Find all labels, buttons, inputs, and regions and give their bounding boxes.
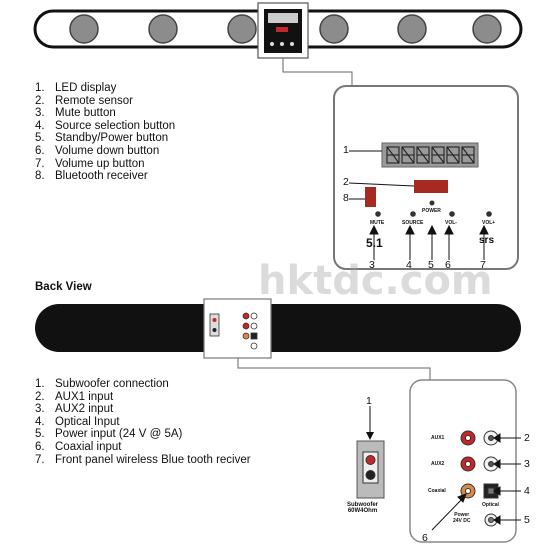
power-label: POWER	[422, 208, 441, 214]
mute-button	[375, 211, 381, 217]
back-leader-line	[237, 358, 431, 380]
power-input-label: Power 24V DC	[453, 512, 471, 524]
speaker-drivers	[69, 14, 502, 44]
back-callout-4: 4	[524, 485, 530, 497]
aux1-label: AUX1	[431, 435, 445, 441]
speaker-driver	[69, 14, 99, 44]
speaker-driver	[397, 14, 427, 44]
optical-label: Optical	[482, 502, 499, 508]
source-button	[410, 211, 416, 217]
logo-51: 5.1	[366, 236, 383, 250]
list-item: 2.AUX1 input	[35, 390, 114, 403]
logo-srs: srs	[479, 235, 495, 246]
aux2-label: AUX2	[431, 461, 445, 467]
source-label: SOURCE	[402, 220, 424, 226]
mute-label: MUTE	[370, 220, 385, 226]
bluetooth-receiver	[365, 187, 376, 207]
front-callout-5: 5	[428, 259, 434, 271]
front-callout-3: 3	[369, 259, 375, 271]
front-detail-panel	[333, 85, 519, 270]
speaker-driver	[472, 14, 502, 44]
front-component-list: 1.LED display 2.Remote sensor 3.Mute but…	[35, 82, 175, 183]
list-item: 3.AUX2 input	[35, 403, 114, 416]
list-item: 7.Front panel wireless Blue tooth recive…	[35, 453, 251, 466]
front-callout-6: 6	[445, 259, 451, 271]
list-item: 6.Volume down button	[35, 144, 160, 157]
front-callout-7: 7	[480, 259, 486, 271]
list-item: 8.Bluetooth receiver	[35, 170, 148, 183]
vol-down-button	[449, 211, 455, 217]
list-item: 6.Coaxial input	[35, 440, 122, 453]
front-leader-line	[282, 58, 353, 86]
front-callout-2: 2	[343, 176, 349, 188]
front-callout-8: 8	[343, 192, 349, 204]
list-item: 4.Source selection button	[35, 119, 176, 132]
subwoofer-label: Subwoofer 60W4Ohm	[347, 502, 378, 514]
back-component-list: 1.Subwoofer connection 2.AUX1 input 3.AU…	[35, 378, 251, 466]
led-segments	[386, 146, 475, 164]
remote-sensor	[414, 180, 448, 193]
list-item: 1.Subwoofer connection	[35, 378, 169, 390]
coaxial-label: Coaxial	[428, 488, 446, 494]
speaker-driver	[148, 14, 178, 44]
list-item: 7.Volume up button	[35, 157, 145, 170]
front-callout-4: 4	[406, 259, 412, 271]
speaker-driver	[227, 14, 257, 44]
back-view-heading: Back View	[35, 281, 92, 293]
list-item: 2.Remote sensor	[35, 94, 133, 107]
vol-up-label: VOL+	[482, 220, 496, 226]
back-callout-3: 3	[524, 458, 530, 470]
speaker-driver	[319, 14, 349, 44]
back-callout-6: 6	[422, 532, 428, 544]
ports	[460, 430, 499, 527]
back-soundbar-body	[35, 304, 521, 352]
power-button	[429, 200, 435, 206]
front-mini-led	[268, 13, 298, 23]
vol-up-button	[486, 211, 492, 217]
list-item: 1.LED display	[35, 82, 117, 94]
vol-down-label: VOL-	[445, 220, 457, 226]
watermark: hktdc.com	[258, 258, 493, 304]
list-item: 5.Power input (24 V @ 5A)	[35, 428, 183, 441]
back-callout-5: 5	[524, 514, 530, 526]
list-item: 3.Mute button	[35, 107, 116, 120]
front-callout-1: 1	[343, 144, 349, 156]
list-item: 4.Optical Input	[35, 415, 120, 428]
back-callout-2: 2	[524, 432, 530, 444]
back-callout-1: 1	[366, 395, 372, 407]
list-item: 5.Standby/Power button	[35, 132, 169, 145]
